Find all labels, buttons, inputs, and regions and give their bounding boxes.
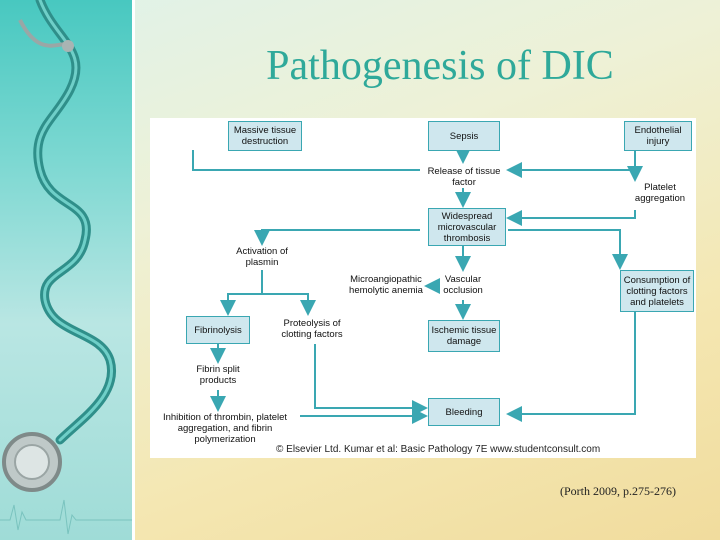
label-inhibition: Inhibition of thrombin, platelet aggrega… — [150, 412, 300, 445]
connector-line — [506, 210, 636, 226]
label-fibrin-split: Fibrin split products — [190, 364, 246, 386]
connector-line — [254, 229, 420, 246]
box-endothelial-injury: Endothelial injury — [624, 121, 692, 151]
connector-line — [506, 312, 636, 422]
connector-line — [506, 150, 636, 178]
label-vascular-occlusion: Vascular occlusion — [440, 274, 486, 296]
label-proteolysis: Proteolysis of clotting factors — [280, 318, 344, 340]
diagram-connectors — [192, 148, 643, 424]
connector-line — [192, 150, 420, 171]
connector-line — [262, 293, 316, 316]
box-widespread-thrombosis: Widespread microvascular thrombosis — [428, 208, 506, 246]
connector-line — [314, 344, 428, 416]
stethoscope-icon — [0, 0, 132, 535]
box-fibrinolysis: Fibrinolysis — [186, 316, 250, 344]
label-release-tissue-factor: Release of tissue factor — [426, 166, 502, 188]
connector-line — [508, 229, 628, 270]
left-decorative-panel — [0, 0, 135, 540]
dic-pathogenesis-diagram: Massive tissue destruction Sepsis Endoth… — [150, 118, 696, 458]
figure-credit: © Elsevier Ltd. Kumar et al: Basic Patho… — [276, 444, 601, 455]
connector-line — [220, 270, 263, 316]
label-microangiopathic: Microangiopathic hemolytic anemia — [348, 274, 424, 296]
slide-title: Pathogenesis of DIC — [266, 43, 614, 89]
box-bleeding: Bleeding — [428, 398, 500, 426]
box-consumption: Consumption of clotting factors and plat… — [620, 270, 694, 312]
box-ischemic-damage: Ischemic tissue damage — [428, 320, 500, 352]
label-platelet-aggregation: Platelet aggregation — [628, 182, 692, 204]
label-activation-plasmin: Activation of plasmin — [230, 246, 294, 268]
box-sepsis: Sepsis — [428, 121, 500, 151]
box-massive-tissue: Massive tissue destruction — [228, 121, 302, 151]
slide-citation: (Porth 2009, p.275-276) — [560, 484, 676, 498]
